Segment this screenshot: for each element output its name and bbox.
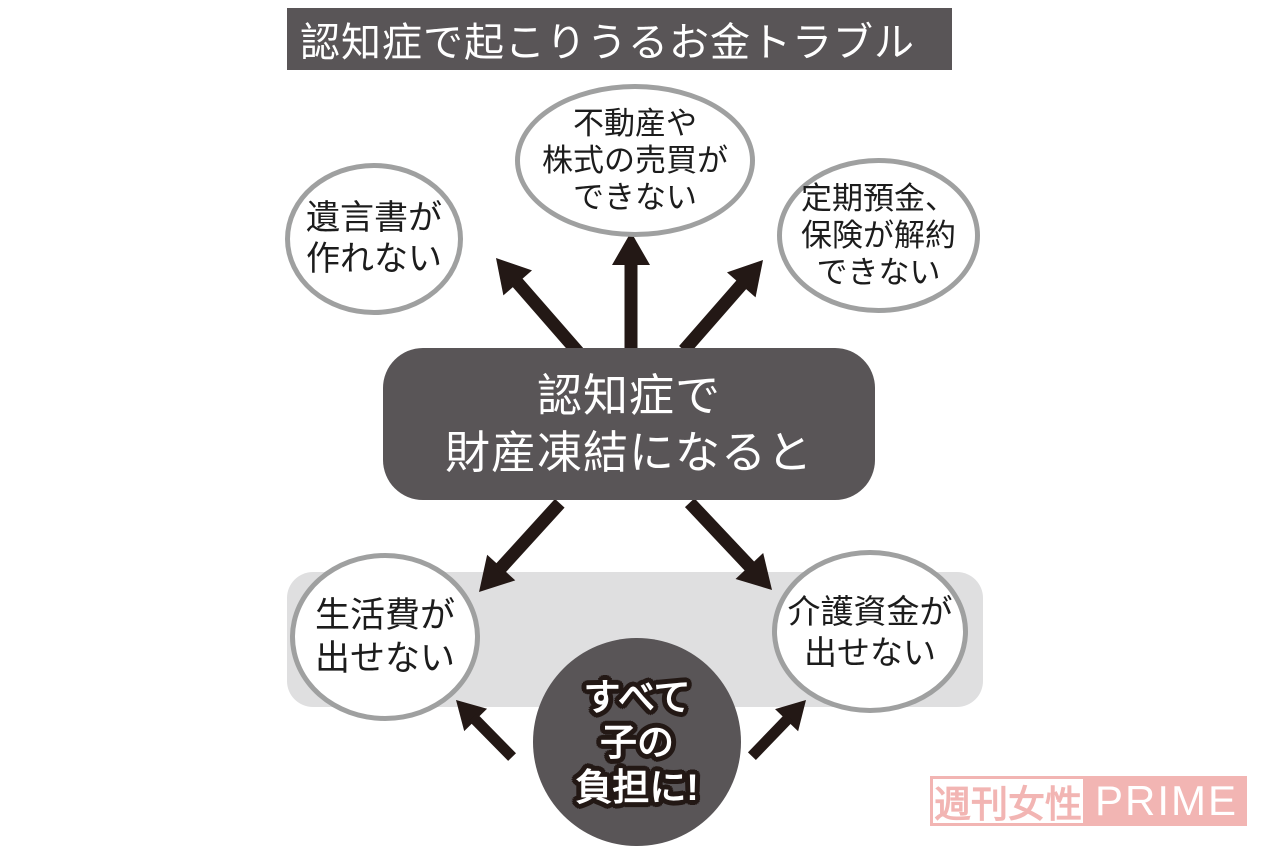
bubble-line: 出せない [804,633,936,671]
logo-brand-name: PRIME [1086,776,1247,826]
bubble-care-funds: 介護資金が 出せない [772,550,968,713]
bubble-line: 介護資金が [787,592,953,630]
bubble-real-estate: 不動産や 株式の売買が できない [515,84,755,237]
bubble-line: 不動産や [573,106,697,141]
bubble-will: 遺言書が 作れない [285,163,463,315]
bubble-living-expenses: 生活費が 出せない [290,553,480,721]
bubble-line: 作れない [306,240,442,278]
burden-line: すべて [583,676,691,718]
bubble-line: できない [816,255,941,290]
logo-magazine-name: 週刊女性 [930,776,1086,826]
page-title: 認知症で起こりうるお金トラブル [287,8,952,70]
bubble-line: 定期預金、 [801,181,956,216]
bubble-deposit: 定期預金、 保険が解約 できない [777,158,980,313]
bubble-line: できない [573,180,697,215]
center-box-line: 財産凍結になると [444,427,813,478]
arrow-up-icon [612,232,650,355]
bubble-line: 保険が解約 [801,218,956,253]
burden-circle: すべて 子の 負担に! [533,638,741,846]
bubble-line: 株式の売買が [542,143,728,178]
burden-line: 負担に! [575,766,699,808]
bubble-line: 遺言書が [306,199,442,237]
center-box-line: 認知症で [536,370,721,421]
bubble-line: 生活費が [314,596,455,635]
burden-line: 子の [600,721,674,763]
arrow-up-left-icon [496,258,584,357]
center-box-frozen-assets: 認知症で 財産凍結になると [383,348,875,500]
arrow-up-right-icon [679,260,763,355]
watermark-logo: 週刊女性 PRIME [930,776,1247,826]
bubble-line: 出せない [314,639,455,678]
